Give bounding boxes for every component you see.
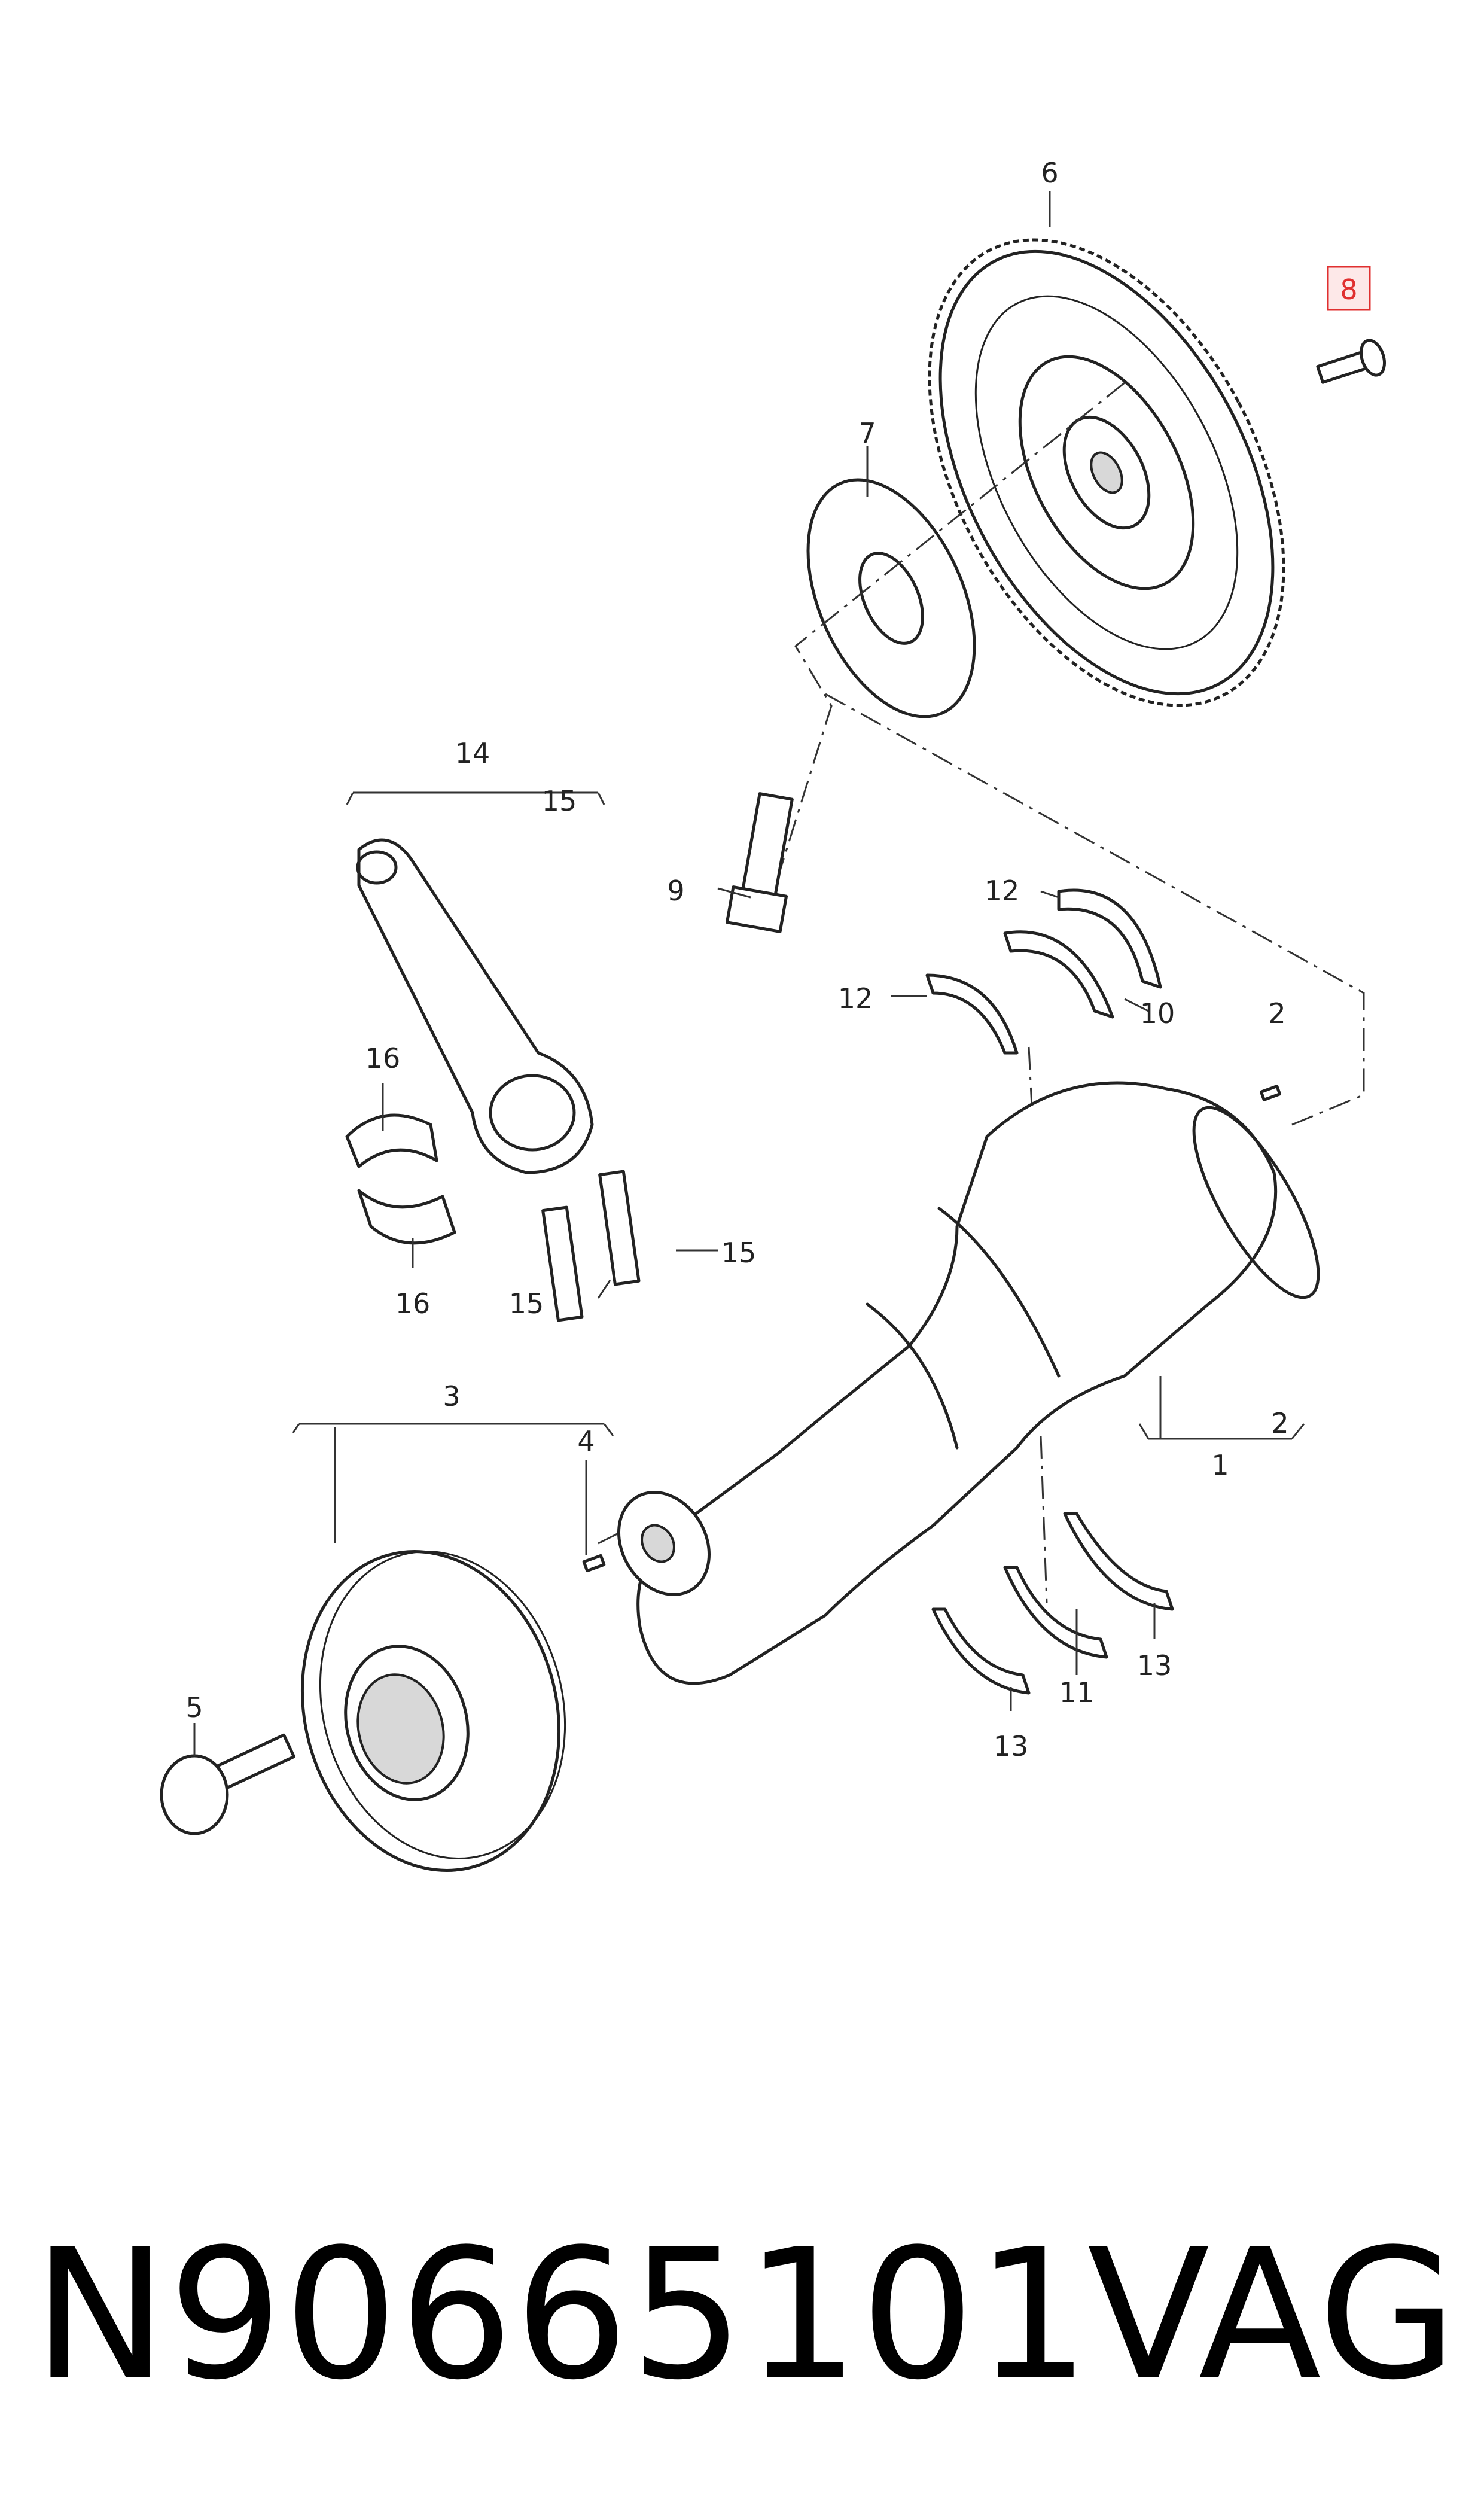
callout-1: 1 [1211,1449,1229,1481]
callout-16-top: 16 [365,1042,401,1074]
connecting-rod [356,838,594,1174]
callout-13-left: 13 [994,1730,1029,1762]
flywheel-bolt [1316,339,1386,384]
callout-12-left: 12 [838,982,873,1015]
vibration-damper [300,1550,566,1872]
callout-leaders [193,191,1305,1756]
callout-13-right: 13 [1137,1649,1172,1682]
callout-15-bottom: 15 [509,1287,544,1320]
main-bearing-shells-upper [925,888,1162,1055]
callout-8: 8 [1340,273,1357,306]
crankshaft [617,1081,1320,1685]
callout-8-highlight-box [1327,266,1371,311]
callout-6: 6 [1041,157,1058,189]
rod-bearing-shells [345,1113,456,1245]
callout-5: 5 [185,1691,203,1724]
callout-3: 3 [443,1380,460,1412]
damper-pin [582,1554,606,1573]
plate-bolt [725,792,794,933]
brand-name: VAG [1087,2211,1457,2419]
callout-15-top: 15 [542,785,577,817]
drive-plate [806,478,976,718]
callout-14: 14 [455,737,490,769]
main-bearing-shells-lower [931,1512,1174,1695]
callout-7: 7 [858,417,876,449]
callout-16-bottom: 16 [395,1287,431,1320]
part-number: N90665101 [33,2211,1092,2419]
callout-10: 10 [1140,997,1175,1030]
exploded-parts-diagram: 8 6 7 14 15 9 12 12 10 2 16 15 16 15 3 4… [160,157,1386,1872]
callout-2-bottom: 2 [1271,1407,1288,1439]
callout-12-top: 12 [985,875,1020,907]
callout-4: 4 [577,1425,595,1457]
callout-9: 9 [667,875,684,907]
flywheel [928,238,1285,707]
footer: N90665101 VAG [0,2208,1484,2459]
callout-2-top: 2 [1268,997,1285,1030]
rod-bolts [541,1170,641,1322]
damper-bolt [160,1733,295,1835]
callout-11: 11 [1059,1676,1095,1709]
dowel-pin [1259,1085,1282,1101]
callout-15-right: 15 [721,1237,757,1269]
